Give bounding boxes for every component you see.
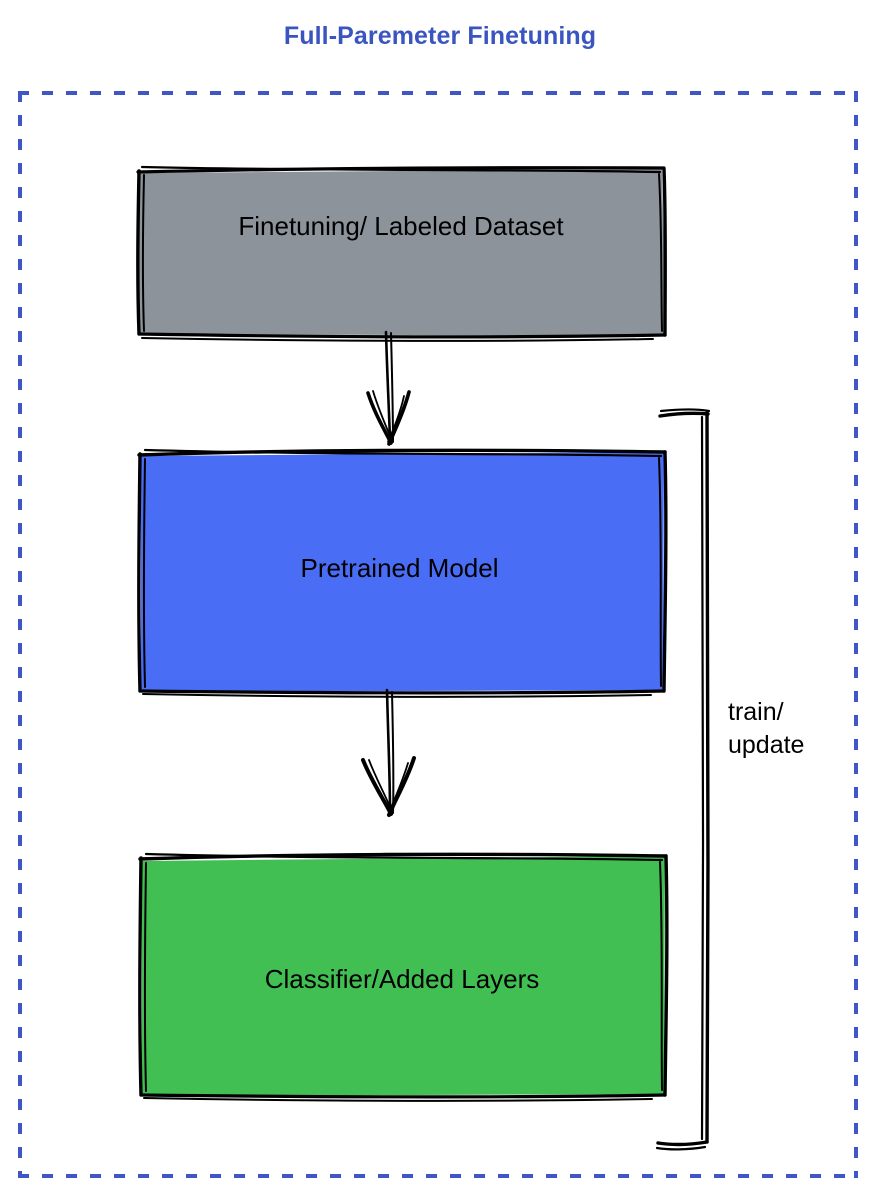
arrow-pretrained-to-classifier	[361, 688, 416, 817]
node-pretrained-shape	[137, 448, 668, 698]
feedback-label-line-2: update	[728, 731, 805, 759]
container-border-right	[854, 91, 858, 1178]
node-pretrained-model[interactable]: Pretrained Model	[131, 445, 668, 698]
arrow-dataset-to-pretrained	[366, 330, 411, 446]
diagram-container	[18, 91, 858, 1178]
node-dataset-shape	[136, 165, 667, 342]
feedback-bracket-connector	[655, 408, 711, 1151]
node-classifier-shape	[138, 852, 669, 1102]
page-title: Full-Paremeter Finetuning	[283, 22, 597, 50]
container-border-left	[18, 91, 22, 1178]
node-finetuning-labeled-dataset[interactable]: Finetuning/ Labeled Dataset	[133, 163, 669, 342]
feedback-label: train/ update	[728, 696, 858, 762]
container-border-bottom	[18, 1174, 858, 1178]
feedback-label-line-1: train/	[728, 698, 784, 726]
node-classifier-added-layers[interactable]: Classifier/Added Layers	[135, 851, 669, 1102]
container-border-top	[18, 91, 858, 95]
